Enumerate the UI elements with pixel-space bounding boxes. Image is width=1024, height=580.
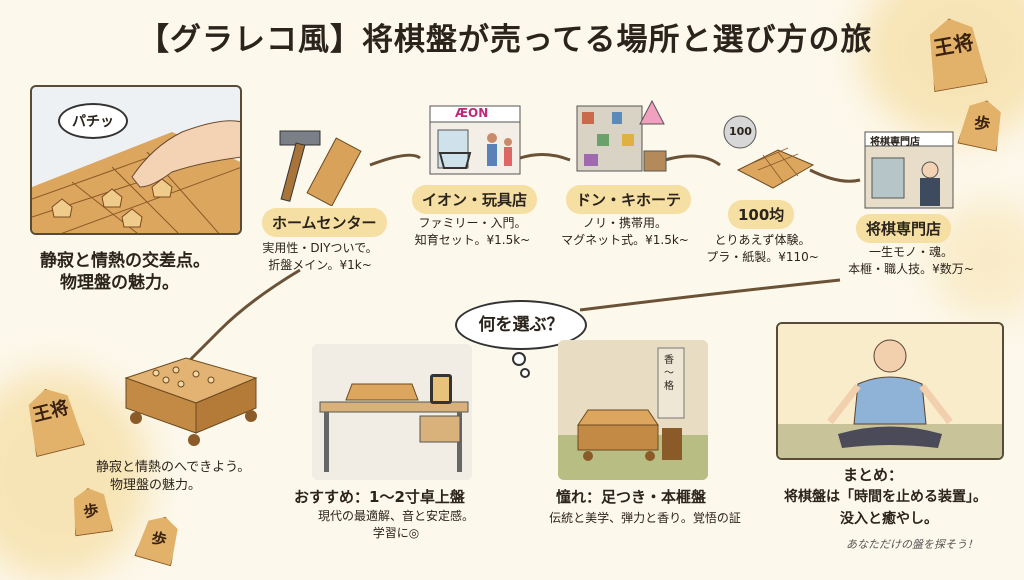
thought-dot [520,368,530,378]
desk-option-title: おすすめ：1～2寸卓上盤 [294,488,465,506]
intro-line-2: 物理盤の魅力。 [60,273,179,293]
legged-option-title: 憧れ：足つき・本榧盤 [556,488,707,506]
desk-option-desc: 現代の最適解、音と安定感。 学習に◎ [317,509,474,540]
intro-panel: パチッ [30,85,242,235]
store-label-specialty: 将棋専門店 [856,214,952,243]
summary-line-1: 将棋盤は「時間を止める装置」。 [784,489,987,505]
store-label-homecenter: ホームセンター [262,208,387,237]
footer-text: あなただけの盤を探そう！ [846,538,978,551]
hundred-yen-board-icon [723,115,815,189]
intro-line-1: 静寂と情熱の交差点。 [40,251,210,271]
store-label-donki: ドン・キホーテ [566,185,692,214]
click-sound-bubble: パチッ [58,103,128,139]
legged-board-illustration [124,357,258,446]
summary-title: まとめ： [843,466,904,484]
desk-option-panel [312,344,472,480]
scroll-text: 香 〜 格 [664,355,674,392]
store-label-100yen: 100均 [728,200,795,229]
store-desc-aeon: ファミリー・入門。 知育セット。¥1.5k~ [414,216,531,247]
shop-sign: 将棋専門店 [870,137,920,148]
meditating-person-illustration [778,324,1002,458]
board-caption-line-2: 物理盤の魅力。 [110,478,202,493]
legged-option-panel: 香 〜 格 [558,340,708,480]
background-wash [0,370,150,580]
thought-dot [512,352,526,366]
aeon-sign: ÆON [455,106,489,120]
desk-board-illustration [319,374,469,472]
store-desc-100yen: とりあえず体験。 プラ・紙製。¥110~ [706,233,819,264]
store-desc-specialty: 一生モノ・魂。 本榧・職人技。¥数万~ [848,245,974,276]
question-bubble: 何を選ぶ？ [455,300,587,350]
aeon-store-icon [429,105,521,175]
store-desc-donki: ノリ・携帯用。 マグネット式。¥1.5k~ [561,216,689,247]
legged-option-desc: 伝統と美学、弾力と香り。覚悟の証 [549,511,741,525]
page-title: 【グラレコ風】将棋盤が売ってる場所と選び方の旅 [138,22,873,58]
hammer-and-plank-icon [279,130,362,206]
store-desc-homecenter: 実用性・DIYついで。 折盤メイン。¥1k~ [262,241,378,272]
board-closeup [32,120,240,233]
don-quijote-shelf-icon [576,99,667,172]
board-caption-line-1: 静寂と情熱のへできよう。 [96,460,251,475]
store-label-aeon: イオン・玩具店 [412,185,538,214]
summary-line-2: 没入と癒やし。 [840,511,938,527]
journey-path [188,153,861,362]
shogi-shop-icon [864,131,954,209]
tatami-room-illustration [558,340,708,480]
coin-label: 100 [729,125,752,138]
summary-panel [776,322,1004,460]
